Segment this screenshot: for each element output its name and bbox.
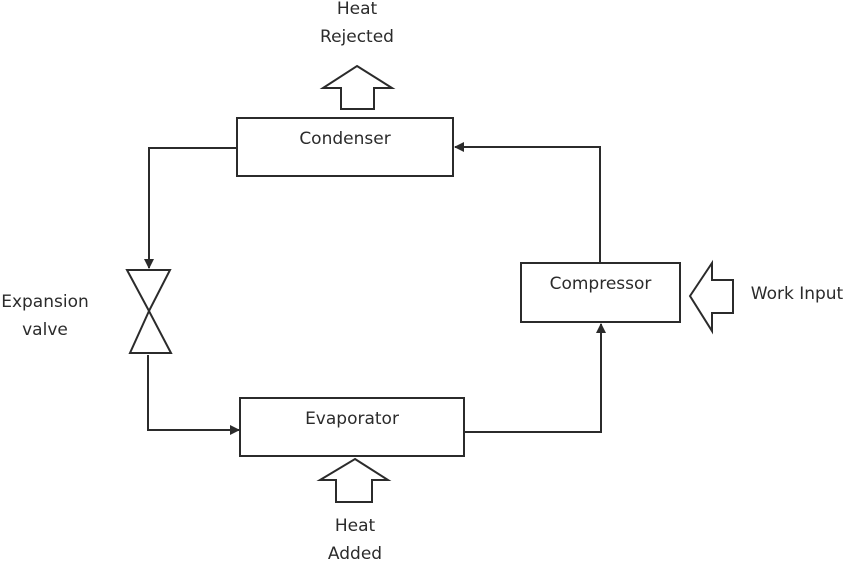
heat-added-line2: Added	[327, 544, 383, 564]
condenser-label: Condenser	[299, 129, 391, 149]
valve-to-evaporator-line	[147, 355, 240, 435]
heat-rejected-line1: Heat	[336, 0, 378, 19]
evaporator-label: Evaporator	[305, 409, 399, 429]
work-input-arrow-icon	[688, 259, 734, 335]
condenser-to-valve-line	[144, 147, 237, 269]
expansion-valve-icon-bottom	[128, 308, 173, 354]
expansion-valve-line2: valve	[22, 320, 68, 340]
expansion-valve-label: Expansion valve	[0, 288, 95, 344]
heat-added-line1: Heat	[334, 516, 376, 536]
heat-added-label: Heat Added	[305, 512, 405, 568]
compressor-box	[520, 262, 681, 323]
expansion-valve-line1: Expansion	[1, 292, 89, 312]
compressor-to-condenser-line	[454, 142, 601, 263]
evaporator-box	[239, 397, 465, 457]
heat-rejected-label: Heat Rejected	[307, 0, 407, 51]
heat-rejected-arrow-icon	[319, 64, 396, 110]
evaporator-to-compressor-line	[464, 323, 606, 433]
heat-rejected-line2: Rejected	[320, 27, 394, 47]
work-input-label: Work Input	[750, 284, 844, 304]
compressor-label: Compressor	[549, 274, 652, 294]
heat-added-arrow-icon	[316, 457, 392, 503]
expansion-valve-icon-top	[125, 269, 172, 314]
condenser-box	[236, 117, 454, 177]
